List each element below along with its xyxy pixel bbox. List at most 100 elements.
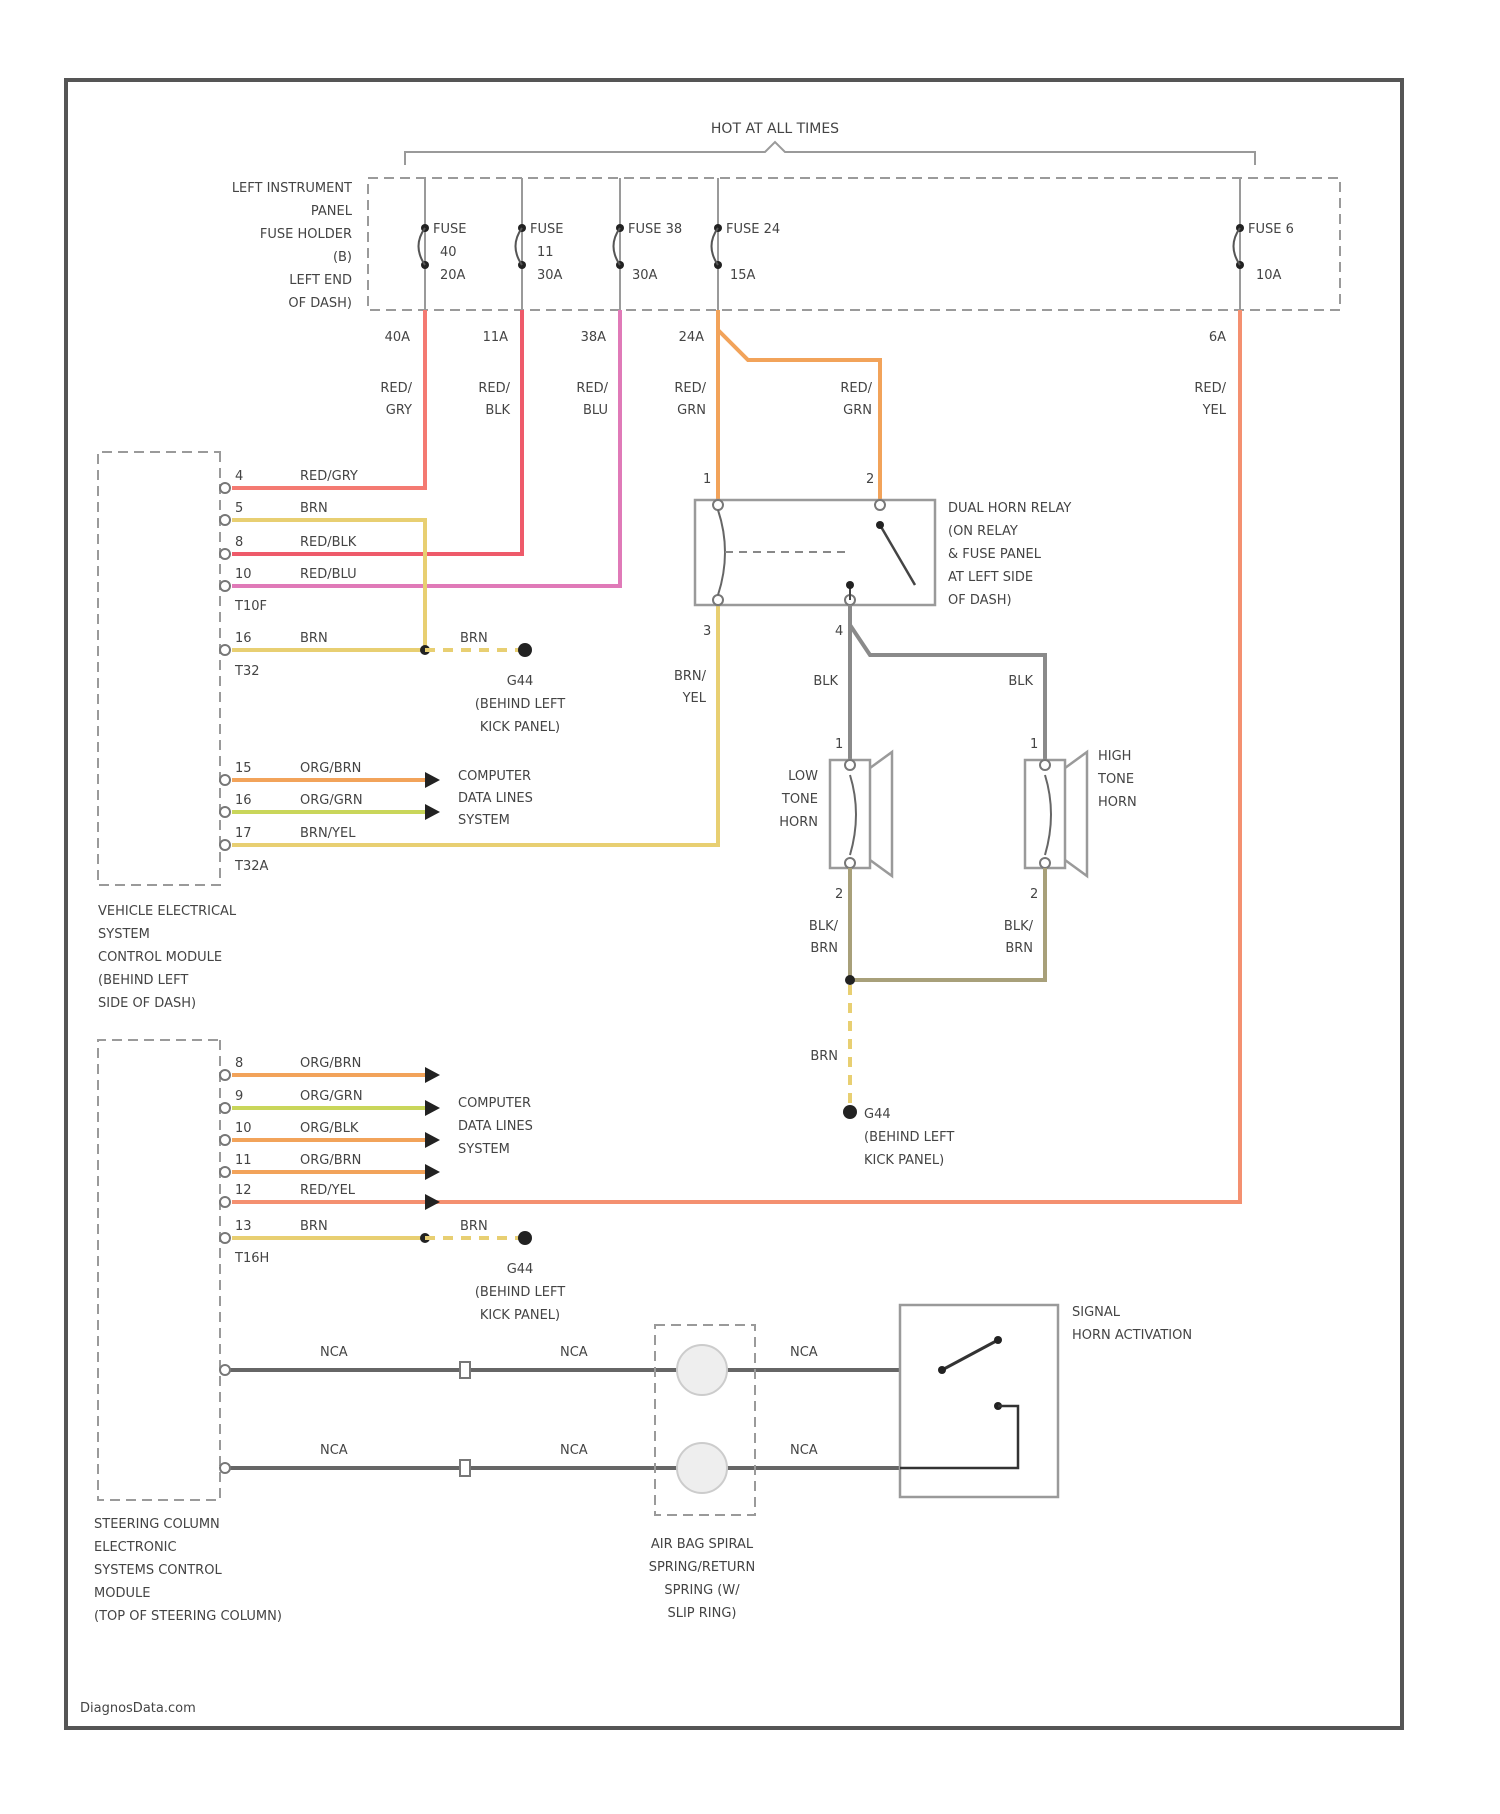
fuse-38: FUSE 38 30A 38A	[581, 178, 683, 345]
vecm-pin-number: 16	[235, 631, 252, 646]
wire-label-red-gry: RED/	[380, 381, 412, 396]
fuse-label: FUSE 24	[726, 222, 780, 237]
high-tone-horn: 1 2 HIGH TONE HORN	[1025, 737, 1137, 902]
ground2-label: (BEHIND LEFT	[864, 1130, 954, 1145]
cdl2-label: DATA LINES	[458, 1119, 533, 1134]
cdl2-label: SYSTEM	[458, 1142, 510, 1157]
wire-label-red-yel: YEL	[1202, 403, 1227, 418]
sccm-label-line: (TOP OF STEERING COLUMN)	[94, 1609, 282, 1624]
fuse-holder-label-line: PANEL	[311, 204, 353, 219]
cdl2-label: COMPUTER	[458, 1096, 531, 1111]
vecm-pin-number: 8	[235, 535, 243, 550]
horn-switch-blade	[942, 1340, 998, 1370]
relay-pin: 2	[866, 472, 874, 487]
ground1-wire: BRN	[460, 631, 488, 646]
cdl1-label: COMPUTER	[458, 769, 531, 784]
sccm-label: STEERING COLUMN ELECTRONIC SYSTEMS CONTR…	[94, 1517, 282, 1624]
vecm-label-line: SIDE OF DASH)	[98, 996, 196, 1011]
nca-label: NCA	[790, 1345, 818, 1360]
spiral-label: SPRING/RETURN	[649, 1560, 756, 1575]
wire-label-red-blk: RED/	[478, 381, 510, 396]
slip-ring-icon	[677, 1345, 727, 1395]
high-horn-label: TONE	[1097, 772, 1134, 787]
wire-label-red-grn-2: RED/	[840, 381, 872, 396]
fuse-label: FUSE	[530, 222, 563, 237]
horn-switch-label: SIGNAL	[1072, 1305, 1121, 1320]
ground2-label: KICK PANEL)	[864, 1153, 944, 1168]
sccm-pin-wire: RED/YEL	[300, 1183, 356, 1198]
fuse-label: FUSE 38	[628, 222, 682, 237]
wire-label-red-yel: RED/	[1194, 381, 1226, 396]
arrow-icon	[425, 1100, 440, 1116]
fuse-holder-box	[368, 178, 1340, 310]
ground2-icon	[843, 1105, 857, 1119]
vecm-pin-number: 5	[235, 501, 243, 516]
vecm-pin-number: 4	[235, 469, 243, 484]
wire-label-brn-yel: BRN/	[674, 669, 707, 684]
vecm-pin-wire: RED/BLU	[300, 567, 357, 582]
relay-pin: 1	[703, 472, 711, 487]
watermark: DiagnosData.com	[80, 1701, 196, 1716]
arrow-icon	[425, 1067, 440, 1083]
low-horn-label: LOW	[788, 769, 818, 784]
wire-label-blk-brn: BRN	[810, 941, 838, 956]
relay-label-line: AT LEFT SIDE	[948, 570, 1033, 585]
sccm-pins: 8 9 10 11 12 13 ORG/BRN ORG/GRN ORG/BLK …	[220, 1056, 363, 1266]
spiral-label: SPRING (W/	[664, 1583, 740, 1598]
sccm-pin-number: 13	[235, 1219, 252, 1234]
relay-coil	[718, 510, 725, 595]
ground3-label: (BEHIND LEFT	[475, 1285, 565, 1300]
wire-blk-high	[850, 625, 1045, 760]
vecm-pin-wire: ORG/BRN	[300, 761, 361, 776]
relay-label-line: OF DASH)	[948, 593, 1012, 608]
sccm-pin-number: 10	[235, 1121, 252, 1136]
vecm-connector: T32A	[234, 859, 268, 874]
high-horn-label: HORN	[1098, 795, 1137, 810]
relay-pin: 4	[835, 624, 843, 639]
relay-label-line: (ON RELAY	[948, 524, 1018, 539]
vecm-pin-wire: ORG/GRN	[300, 793, 363, 808]
vecm-label-line: CONTROL MODULE	[98, 950, 222, 965]
fuse-rating: 30A	[632, 268, 658, 283]
arrow-icon	[425, 772, 440, 788]
vecm-pin-wire: BRN/YEL	[300, 826, 356, 841]
high-horn-pin: 1	[1030, 737, 1038, 752]
sccm-label-line: SYSTEMS CONTROL	[94, 1563, 222, 1578]
fuse-rating: 15A	[730, 268, 756, 283]
fuse-id: 11	[537, 245, 554, 260]
fuse-24: FUSE 24 15A 24A	[679, 178, 781, 345]
sccm-label-line: STEERING COLUMN	[94, 1517, 220, 1532]
relay-label-line: DUAL HORN RELAY	[948, 501, 1071, 516]
sccm-pin-wire: BRN	[300, 1219, 328, 1234]
vecm-pin-wire: BRN	[300, 631, 328, 646]
sccm-pin-wire: ORG/BLK	[300, 1121, 359, 1136]
wire-label-red-grn: GRN	[677, 403, 706, 418]
high-horn-pin: 2	[1030, 887, 1038, 902]
ground1-label: KICK PANEL)	[480, 720, 560, 735]
sccm-pin-wire: ORG/BRN	[300, 1153, 361, 1168]
low-horn-pin: 1	[835, 737, 843, 752]
fuse-rating: 10A	[1256, 268, 1282, 283]
wire-label-blk-brn: BRN	[1005, 941, 1033, 956]
cdl1-label: SYSTEM	[458, 813, 510, 828]
ground1-label: G44	[507, 674, 534, 689]
nca-label: NCA	[560, 1443, 588, 1458]
wire-label-red-grn: RED/	[674, 381, 706, 396]
vecm-pin-wire: BRN	[300, 501, 328, 516]
sccm-pin-number: 8	[235, 1056, 243, 1071]
sccm-box	[98, 1040, 220, 1500]
ground3-wire: BRN	[460, 1219, 488, 1234]
horn-switch-label: HORN ACTIVATION	[1072, 1328, 1192, 1343]
power-title: HOT AT ALL TIMES	[711, 121, 839, 137]
arrow-icon	[425, 1194, 440, 1210]
fuse-holder-label-line: LEFT INSTRUMENT	[232, 181, 352, 196]
nca-label: NCA	[790, 1443, 818, 1458]
vecm-pin-number: 15	[235, 761, 252, 776]
vecm-label-line: (BEHIND LEFT	[98, 973, 188, 988]
low-tone-horn: 1 2 LOW TONE HORN	[779, 737, 892, 902]
fuse-pin: 6A	[1209, 330, 1226, 345]
fuse-rating: 30A	[537, 268, 563, 283]
fuse-id: 40	[440, 245, 457, 260]
wire-label-red-gry: GRY	[386, 403, 412, 418]
